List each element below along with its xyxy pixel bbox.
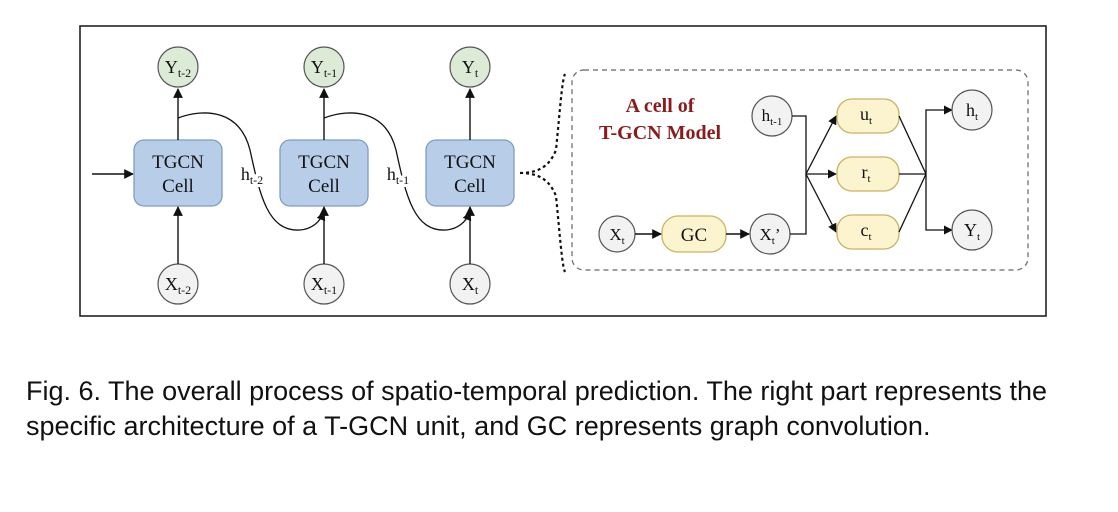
tgcn-cell-label-line2: Cell — [454, 176, 486, 197]
prev-hidden-node-label: ht-1 — [762, 106, 783, 128]
gate-merge-line — [898, 173, 927, 233]
prediction-output-node: Yt — [951, 209, 993, 251]
candidate-gate-label: ct — [860, 220, 871, 243]
candidate-gate: ct — [836, 214, 900, 250]
graph-convolution-label: GC — [681, 225, 707, 246]
detail-input-node-label: Xt — [609, 225, 624, 247]
gate-fan-arrow — [805, 173, 837, 233]
input-node: Xt-2 — [157, 263, 199, 305]
tgcn-cell: TGCN Cell — [279, 139, 369, 207]
hidden-state-curve — [177, 112, 326, 231]
convolved-input-node-label: Xt’ — [759, 225, 780, 247]
hidden-state-label: ht-1 — [387, 164, 409, 187]
convolved-input-node: Xt’ — [749, 213, 791, 255]
detail-input-node: Xt — [598, 215, 636, 253]
reset-gate-label: rt — [861, 162, 870, 185]
update-gate: ut — [836, 98, 900, 134]
hidden-output-node-circle — [951, 89, 993, 131]
hidden-output-node-label: ht — [966, 100, 978, 123]
update-gate-label: ut — [860, 104, 872, 127]
input-merge-line — [790, 174, 807, 235]
figure-frame — [79, 25, 1047, 317]
tgcn-cell: TGCN Cell — [133, 139, 223, 207]
detail-title-line1: A cell of — [626, 95, 695, 117]
gate-merge-line — [898, 115, 927, 175]
output-node: Yt — [449, 46, 491, 88]
input-node-label: Xt-1 — [311, 274, 337, 297]
prediction-output-node-circle — [951, 209, 993, 251]
gate-fan-arrow — [805, 115, 837, 175]
hidden-output-node: ht — [951, 89, 993, 131]
input-node: Xt-1 — [303, 263, 345, 305]
reset-gate: rt — [836, 156, 900, 192]
hidden-state-label: ht-2 — [241, 164, 263, 187]
tgcn-cell-label-line1: TGCN — [298, 152, 350, 173]
tgcn-cell-label-line1: TGCN — [152, 152, 204, 173]
figure-caption: Fig. 6. The overall process of spatio-te… — [26, 376, 1048, 441]
output-split-line — [925, 174, 953, 235]
prev-hidden-node: ht-1 — [751, 95, 793, 137]
graph-convolution-block: GC — [661, 215, 727, 253]
hidden-state-label: ht-2 — [241, 164, 263, 187]
tgcn-cell-label-line2: Cell — [308, 176, 340, 197]
prediction-output-node-label: Yt — [964, 220, 980, 243]
output-node-label: Yt — [462, 57, 479, 80]
tgcn-cell-label-line1: TGCN — [444, 152, 496, 173]
hidden-state-curve — [323, 112, 472, 231]
input-node-label: Xt-2 — [165, 274, 191, 297]
output-node-label: Yt-2 — [165, 57, 191, 80]
output-split-line — [925, 105, 953, 174]
output-node-circle — [449, 46, 491, 88]
hidden-state-label: ht-1 — [387, 164, 409, 187]
tgcn-diagram: TGCN Cell TGCN Cell TGCN Cell Yt-2 Yt-1 … — [79, 25, 1047, 317]
input-node-label: Xt — [462, 274, 479, 297]
expansion-brace — [519, 73, 567, 273]
output-node: Yt-1 — [303, 46, 345, 88]
input-node: Xt — [449, 263, 491, 305]
output-node: Yt-2 — [157, 46, 199, 88]
tgcn-cell: TGCN Cell — [425, 139, 515, 207]
hidden-merge-line — [792, 115, 807, 174]
output-node-circle — [157, 46, 199, 88]
output-node-label: Yt-1 — [311, 57, 337, 80]
tgcn-detail-panel — [571, 69, 1029, 271]
detail-title-line2: T-GCN Model — [599, 122, 721, 144]
output-node-circle — [303, 46, 345, 88]
tgcn-cell-label-line2: Cell — [162, 176, 194, 197]
